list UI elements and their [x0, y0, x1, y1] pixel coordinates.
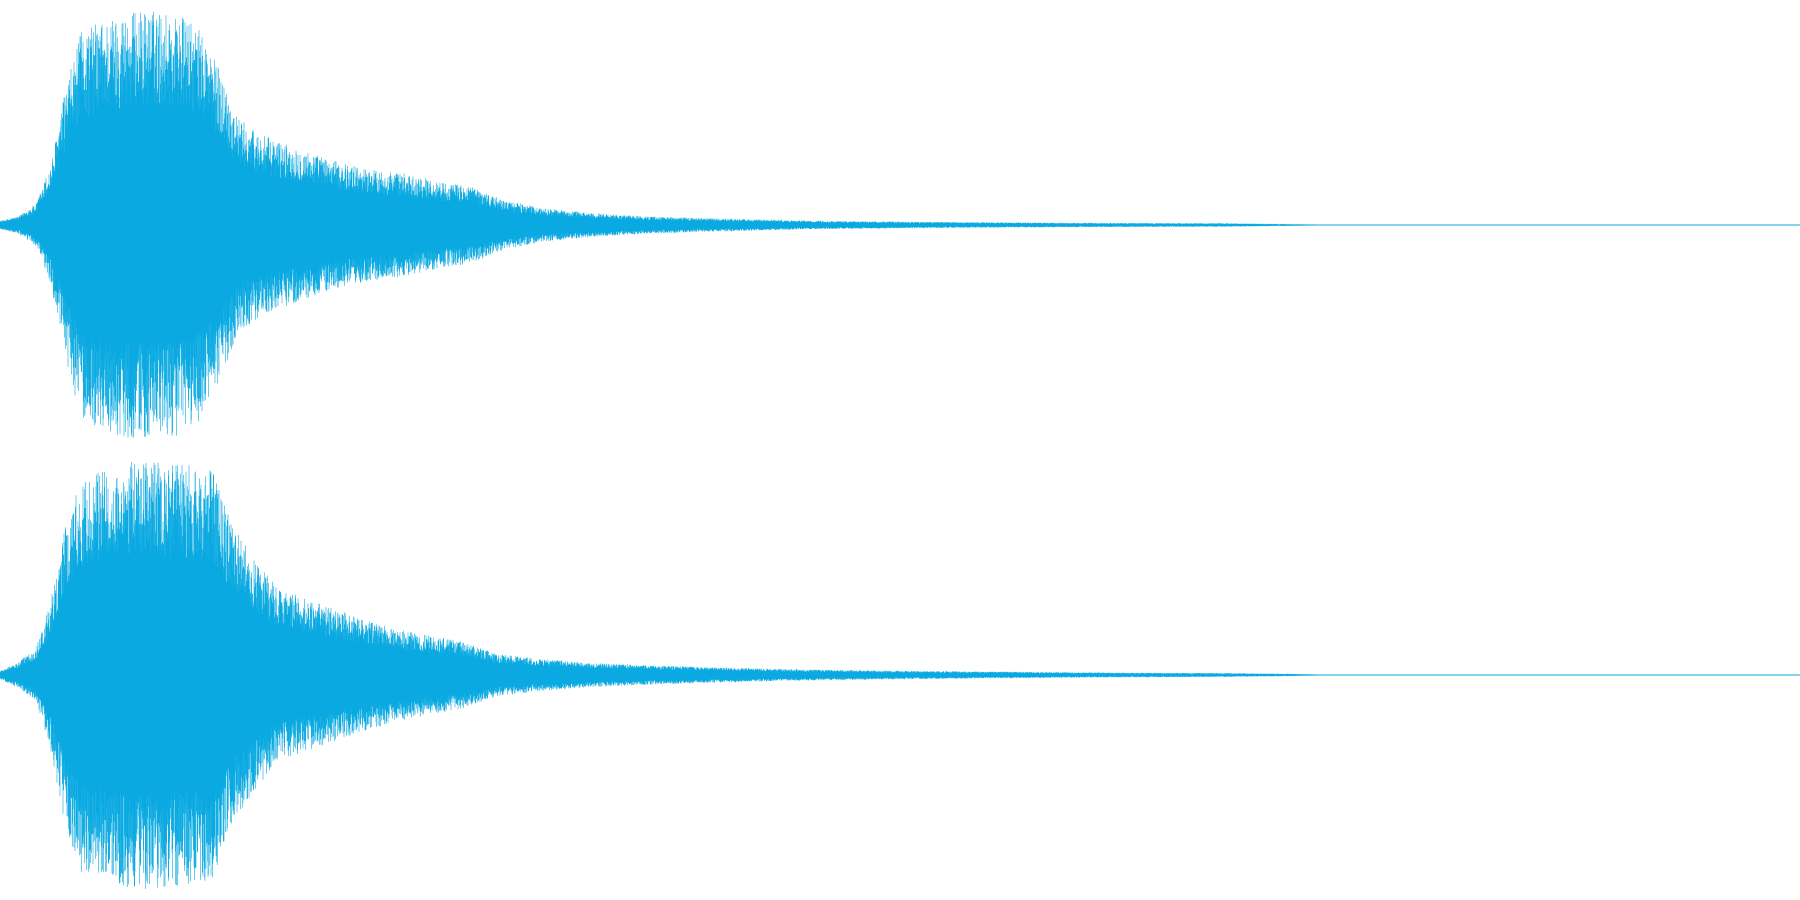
channel-2-samples: [0, 462, 1800, 889]
channel-2-wave: [0, 462, 1800, 889]
waveform-channel-2-plot: [0, 462, 1800, 889]
waveform-channel-2: [0, 450, 1800, 900]
waveform-channel-1: [0, 11, 1800, 438]
channel-1-wave: [0, 11, 1800, 438]
waveform-channel-1-plot: [0, 11, 1800, 438]
channel-1-samples: [0, 11, 1800, 438]
